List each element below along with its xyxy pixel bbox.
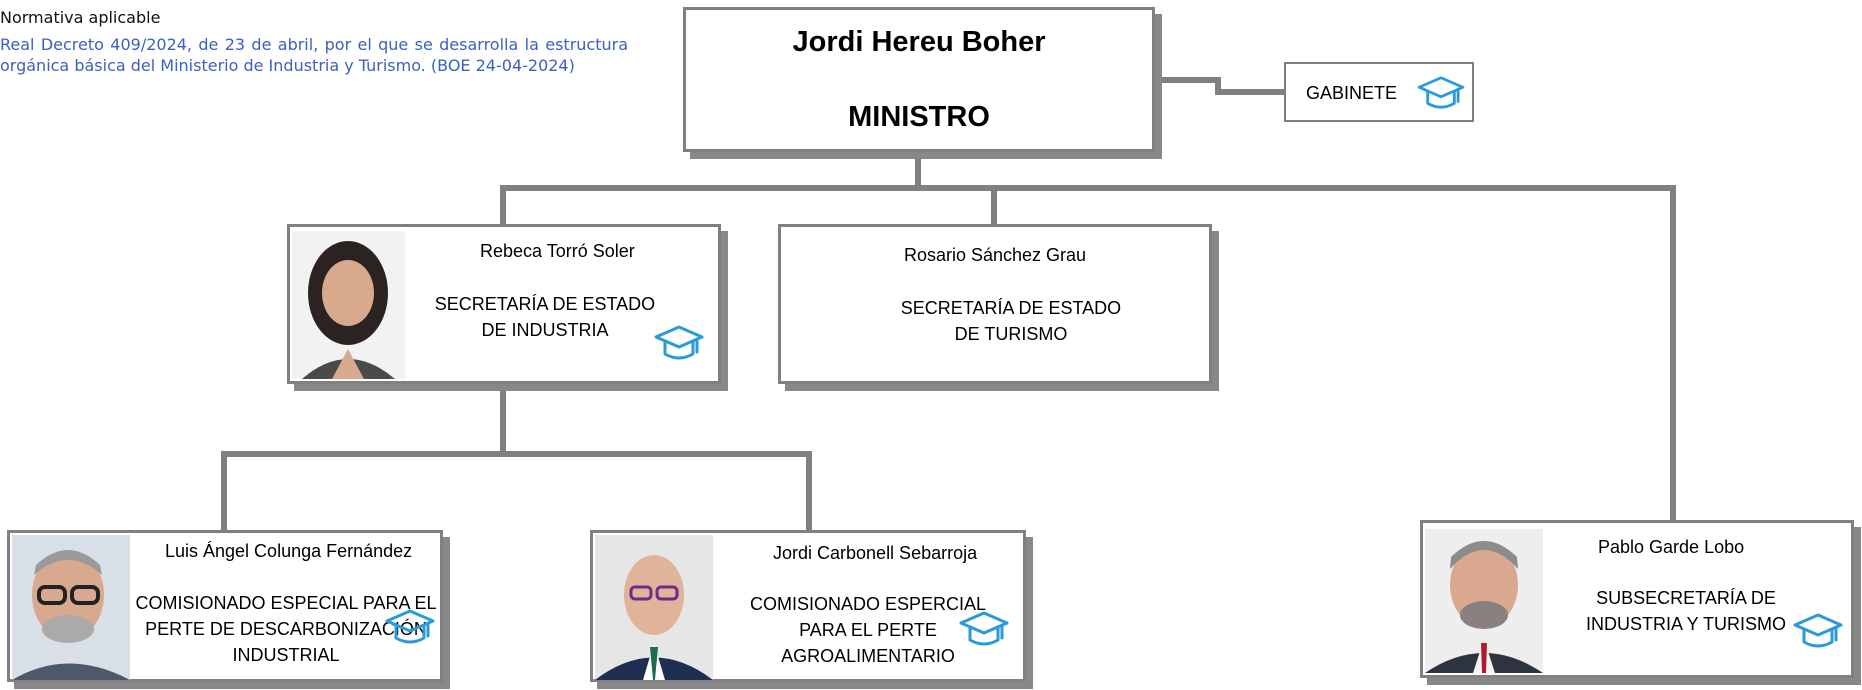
- unit-role-se-turismo: SECRETARÍA DE ESTADO DE TURISMO: [900, 298, 1122, 344]
- unit-box-se-industria[interactable]: Rebeca Torró Soler SECRETARÍA DE ESTADO …: [287, 224, 721, 384]
- gabinete-label: GABINETE: [1306, 83, 1398, 103]
- graduation-cap-icon[interactable]: [1416, 73, 1466, 111]
- gabinete-box[interactable]: GABINETE: [1284, 62, 1474, 122]
- graduation-cap-icon[interactable]: [1792, 610, 1844, 650]
- unit-name-comisionado-descarbonizacion: Luis Ángel Colunga Fernández: [165, 541, 413, 561]
- unit-box-se-turismo[interactable]: Rosario Sánchez Grau SECRETARÍA DE ESTAD…: [778, 224, 1212, 384]
- photo-rebeca-torro: [292, 231, 405, 379]
- connector-minister-gabinete: [1155, 77, 1284, 95]
- photo-pablo-garde: [1425, 529, 1543, 673]
- unit-box-comisionado-agroalimentario[interactable]: Jordi Carbonell Sebarroja COMISIONADO ES…: [590, 530, 1026, 682]
- unit-role-comisionado-descarbonizacion: COMISIONADO ESPECIAL PARA EL PERTE DE DE…: [135, 593, 437, 665]
- graduation-cap-icon[interactable]: [384, 606, 436, 646]
- normativa-link[interactable]: Real Decreto 409/2024, de 23 de abril, p…: [0, 35, 628, 75]
- unit-name-subsecretaria: Pablo Garde Lobo: [1598, 537, 1745, 557]
- unit-role-comisionado-agroalimentario: COMISIONADO ESPERCIAL PARA EL PERTE AGRO…: [749, 594, 987, 666]
- graduation-cap-icon[interactable]: [653, 322, 705, 362]
- unit-box-comisionado-descarbonizacion[interactable]: Luis Ángel Colunga Fernández COMISIONADO…: [7, 530, 443, 682]
- photo-luis-angel-colunga: [12, 535, 130, 680]
- unit-box-subsecretaria[interactable]: Pablo Garde Lobo SUBSECRETARÍA DE INDUST…: [1420, 520, 1854, 678]
- unit-name-comisionado-agroalimentario: Jordi Carbonell Sebarroja: [773, 543, 978, 563]
- minister-role: MINISTRO: [848, 101, 990, 133]
- graduation-cap-icon[interactable]: [958, 608, 1010, 648]
- photo-jordi-carbonell: [595, 535, 713, 680]
- unit-role-subsecretaria: SUBSECRETARÍA DE INDUSTRIA Y TURISMO: [1585, 588, 1787, 634]
- minister-name: Jordi Hereu Boher: [792, 26, 1046, 58]
- normativa-section: Normativa aplicable Real Decreto 409/202…: [0, 6, 628, 76]
- unit-role-se-industria: SECRETARÍA DE ESTADO DE INDUSTRIA: [434, 294, 656, 340]
- unit-name-se-turismo: Rosario Sánchez Grau: [903, 245, 1087, 265]
- connector-top-bus: [500, 185, 1676, 520]
- minister-box[interactable]: Jordi Hereu Boher MINISTRO: [683, 7, 1155, 152]
- normativa-title: Normativa aplicable: [0, 8, 161, 27]
- connector-comisionados-bus: [221, 451, 812, 530]
- unit-name-se-industria: Rebeca Torró Soler: [480, 241, 635, 261]
